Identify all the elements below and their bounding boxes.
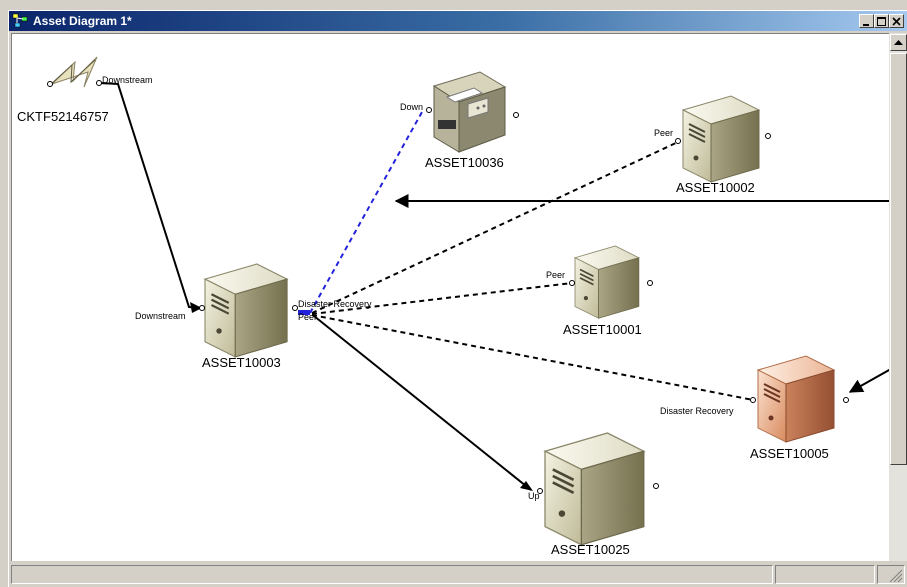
status-pane-main [11,565,773,584]
close-button[interactable] [889,14,904,28]
server-icon [543,432,646,546]
port-label-asset10025-in: Up [528,491,540,501]
maximize-button[interactable] [874,14,889,28]
close-icon [892,17,901,26]
port-label-asset10001-in: Peer [546,270,565,280]
link-asset10003-to-asset10005[interactable] [311,314,754,401]
minimize-icon [863,24,869,26]
scroll-up-button[interactable] [890,34,907,51]
status-pane-secondary [775,565,875,584]
asset-diagram-window: Asset Diagram 1* [8,10,907,587]
port-label-asset10003-in: Downstream [135,311,186,321]
node-asset10025[interactable] [543,432,646,546]
link-arrowhead [190,302,202,313]
status-bar [9,563,907,587]
diagram-app-icon [12,13,28,28]
status-pane-grip [877,565,905,584]
annotation-arrow-highlighted-node [848,368,889,393]
maximize-icon [877,17,886,26]
link-ckt-to-asset10003[interactable] [98,82,203,309]
link-asset10003-to-asset10036[interactable] [309,111,423,314]
node-ckt[interactable]: Downstream CKTF52146757 [17,56,153,124]
link-asset10003-to-asset10025[interactable] [313,315,532,491]
port-label-asset10003-out-peer: Peer [298,312,317,322]
port-label-asset10003-out-dr: Disaster Recovery [298,299,372,309]
node-label-asset10036: ASSET10036 [425,155,504,170]
server-icon [681,95,761,183]
server-icon [203,263,289,358]
node-asset10003[interactable] [203,263,289,358]
scroll-thumb[interactable] [890,53,907,465]
diagram-canvas[interactable]: Downstream CKTF52146757 Down A [11,33,889,561]
node-label-asset10003: ASSET10003 [202,355,281,370]
printer-icon [432,71,507,153]
node-label-asset10001: ASSET10001 [563,322,642,337]
node-asset10005[interactable] [756,355,836,443]
diagram-svg: Downstream CKTF52146757 Down A [17,56,889,557]
node-asset10001[interactable] [573,245,640,319]
server-highlighted-icon [756,355,836,443]
node-label-asset10005: ASSET10005 [750,446,829,461]
arrow-up-icon [894,40,903,45]
link-asset10003-to-asset10001[interactable] [311,282,573,315]
port-label-ckt-out: Downstream [102,75,153,85]
resize-grip-icon[interactable] [878,566,904,583]
port-label-asset10005-in: Disaster Recovery [660,406,734,416]
node-label-ckt: CKTF52146757 [17,109,109,124]
node-asset10002[interactable] [681,95,761,183]
node-asset10036[interactable]: Down ASSET10036 [400,71,519,170]
node-label-asset10002: ASSET10002 [676,180,755,195]
link-arrowhead [520,481,533,491]
link-asset10003-to-asset10002[interactable] [311,141,679,314]
port-label-asset10036-in: Down [400,102,423,112]
window-title: Asset Diagram 1* [33,14,132,28]
vertical-scrollbar[interactable] [889,33,907,561]
server-icon [573,245,640,319]
node-label-asset10025: ASSET10025 [551,542,630,557]
minimize-button[interactable] [859,14,874,28]
port-label-asset10002-in: Peer [654,128,673,138]
title-bar[interactable]: Asset Diagram 1* [9,11,907,31]
circuit-bolt-icon [49,56,98,88]
